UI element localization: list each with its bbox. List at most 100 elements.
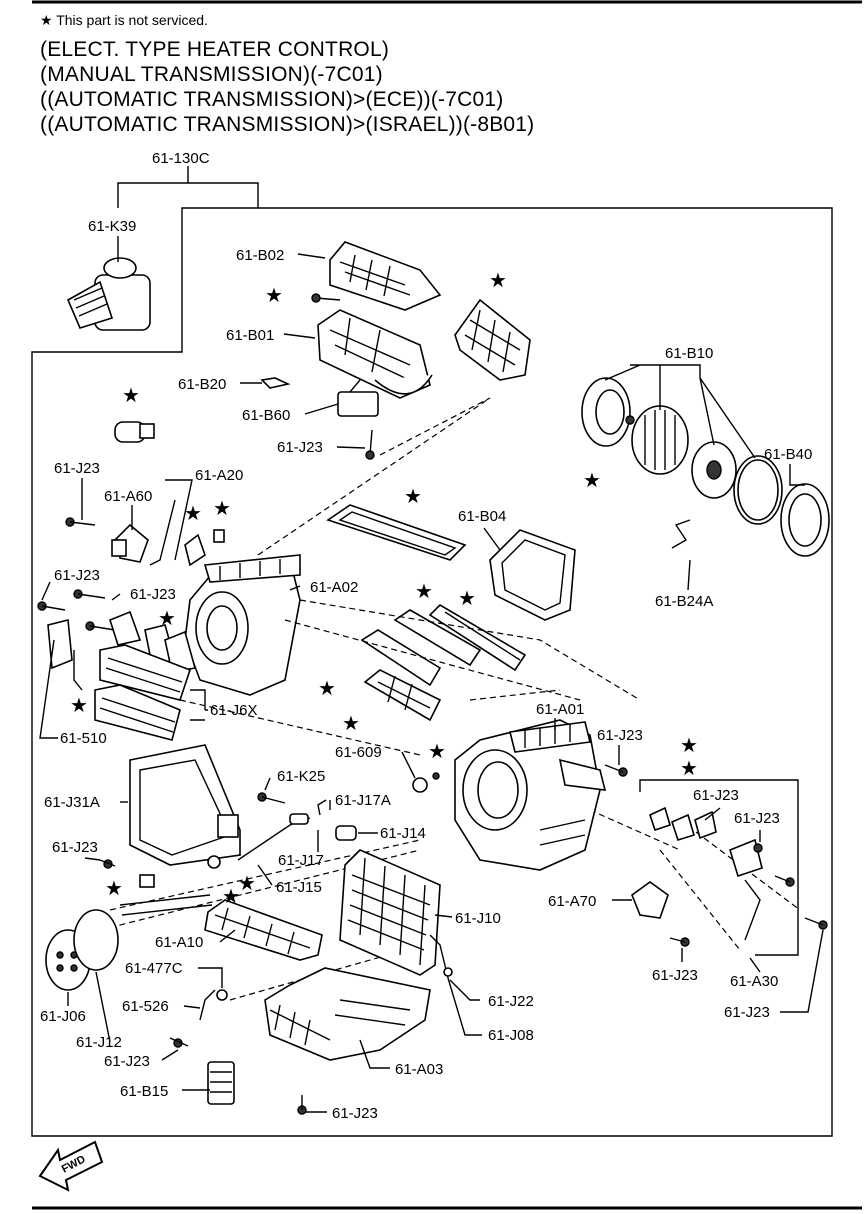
part-a60 <box>111 523 149 563</box>
part-510 <box>47 618 83 691</box>
label-61-j12: 61-J12 <box>76 1034 122 1051</box>
part-a70 <box>631 881 669 919</box>
label-61-b02: 61-B02 <box>236 247 284 264</box>
part-j17a <box>317 799 327 816</box>
label-61-b60: 61-B60 <box>242 407 290 424</box>
part-a20-rod <box>149 499 176 566</box>
part-j22 <box>429 934 449 979</box>
part-motor-connector <box>114 421 155 443</box>
part-k39 <box>66 257 151 331</box>
label-61-j22: 61-J22 <box>488 993 534 1010</box>
label-61-b20: 61-B20 <box>178 376 226 393</box>
star-icon: ★ <box>680 735 698 757</box>
star-icon: ★ <box>70 695 88 717</box>
label-61-b40: 61-B40 <box>764 446 812 463</box>
star-icon: ★ <box>158 608 176 630</box>
part-a10-heater-core <box>119 874 323 961</box>
label-61-b15: 61-B15 <box>120 1083 168 1100</box>
label-61-130c: 61-130C <box>152 150 210 167</box>
label-61-a10: 61-A10 <box>155 934 203 951</box>
star-icon: ★ <box>458 588 476 610</box>
part-small-screw <box>432 772 440 780</box>
label-61-j23-e: 61-J23 <box>597 727 643 744</box>
star-icon: ★ <box>122 385 140 407</box>
label-61-a02: 61-A02 <box>310 579 358 596</box>
part-filter-mesh <box>454 298 531 381</box>
star-icon: ★ <box>238 873 256 895</box>
star-icon: ★ <box>265 285 283 307</box>
label-61-j10: 61-J10 <box>455 910 501 927</box>
label-61-j23-f: 61-J23 <box>52 839 98 856</box>
label-61-j23-l: 61-J23 <box>332 1105 378 1122</box>
header-line-4: ((AUTOMATIC TRANSMISSION)>(ISRAEL))(-8B0… <box>40 113 535 136</box>
label-61-a01: 61-A01 <box>536 701 584 718</box>
part-small-clip <box>213 529 225 543</box>
diagram-frame <box>31 207 833 1137</box>
label-61-j23-g: 61-J23 <box>693 787 739 804</box>
part-screws-misc <box>99 764 828 1115</box>
label-61-a70: 61-A70 <box>548 893 596 910</box>
star-icon: ★ <box>428 741 446 763</box>
part-526 <box>199 989 216 1021</box>
fwd-arrow-icon: FWD <box>38 1140 104 1192</box>
label-61-j6x: 61-J6X <box>210 702 258 719</box>
star-icon: ★ <box>489 270 507 292</box>
part-j08 <box>443 967 453 977</box>
label-61-b10: 61-B10 <box>665 345 713 362</box>
part-j10-evaporator <box>339 849 441 976</box>
part-screws-left <box>37 517 116 631</box>
part-j6x-grilles <box>94 644 192 741</box>
header-line-2: (MANUAL TRANSMISSION)(-7C01) <box>40 63 383 86</box>
part-b20 <box>260 377 291 389</box>
header-line-3: ((AUTOMATIC TRANSMISSION)>(ECE))(-7C01) <box>40 88 504 111</box>
star-icon: ★ <box>222 886 240 908</box>
label-61-b04: 61-B04 <box>458 508 506 525</box>
note-text: This part is not serviced. <box>56 12 208 28</box>
part-b01 <box>317 309 433 399</box>
label-61-609: 61-609 <box>335 744 382 761</box>
star-icon: ★ <box>213 498 231 520</box>
star-icon: ★ <box>583 470 601 492</box>
bracket-a30 <box>639 779 799 956</box>
star-icon: ★ <box>680 758 698 780</box>
part-a20-link <box>184 533 206 567</box>
part-b24a <box>671 519 691 549</box>
star-icon: ★ <box>342 713 360 735</box>
label-61-j17a: 61-J17A <box>335 792 391 809</box>
not-serviced-note: ★ This part is not serviced. <box>40 12 208 29</box>
label-61-j15: 61-J15 <box>276 879 322 896</box>
label-61-j23-d: 61-J23 <box>130 586 176 603</box>
label-61-477c: 61-477C <box>125 960 183 977</box>
label-61-j23-h: 61-J23 <box>734 810 780 827</box>
label-61-j23-k: 61-J23 <box>104 1053 150 1070</box>
label-61-j23-i: 61-J23 <box>652 967 698 984</box>
label-61-j23-c: 61-J23 <box>54 567 100 584</box>
label-61-j23-a: 61-J23 <box>277 439 323 456</box>
part-door-stack <box>360 603 527 722</box>
header-line-1: (ELECT. TYPE HEATER CONTROL) <box>40 38 390 61</box>
star-icon: ★ <box>184 503 202 525</box>
part-a02-case <box>184 554 301 696</box>
label-61-a03: 61-A03 <box>395 1061 443 1078</box>
star-markers: ★ ★ ★ ★ ★ ★ ★ ★ ★ ★ ★ ★ ★ ★ ★ ★ ★ ★ ★ <box>70 270 698 908</box>
label-61-k39: 61-K39 <box>88 218 136 235</box>
star-icon: ★ <box>318 678 336 700</box>
part-a01-unit <box>454 719 607 871</box>
label-61-j31a: 61-J31A <box>44 794 100 811</box>
star-icon: ★ <box>105 878 123 900</box>
part-a30-levers <box>649 806 763 941</box>
leader-lines <box>39 236 824 1113</box>
part-filter-frame <box>326 504 467 561</box>
part-j14 <box>335 825 357 841</box>
part-j31a-panel <box>129 744 241 866</box>
label-61-a60: 61-A60 <box>104 488 152 505</box>
label-61-j23-j: 61-J23 <box>724 1004 770 1021</box>
star-icon: ★ <box>404 486 422 508</box>
label-61-a30: 61-A30 <box>730 973 778 990</box>
star-icon: ★ <box>40 12 53 28</box>
label-61-a20: 61-A20 <box>195 467 243 484</box>
label-61-510: 61-510 <box>60 730 107 747</box>
label-61-b01: 61-B01 <box>226 327 274 344</box>
part-a03-lower-case <box>264 967 431 1061</box>
